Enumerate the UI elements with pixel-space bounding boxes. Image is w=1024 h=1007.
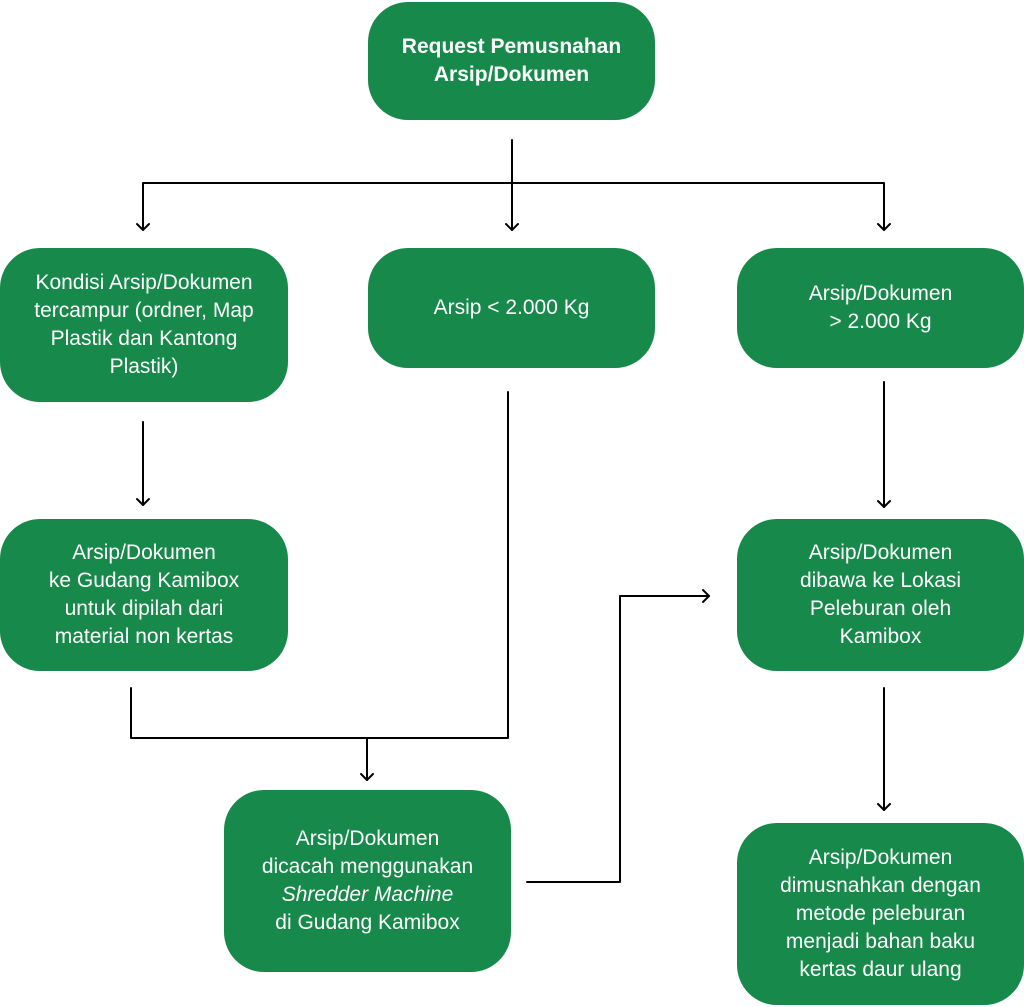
node-text: material non kertas (54, 625, 234, 648)
node-text: Kamibox (839, 625, 922, 648)
arrowhead (877, 223, 891, 231)
node-text: Arsip/Dokumen (808, 541, 953, 564)
node-text: di Gudang Kamibox (275, 911, 460, 934)
node-text: Plastik) (109, 355, 179, 378)
node-text: Arsip/Dokumen (433, 63, 590, 86)
node-kondisi-tercampur: Kondisi Arsip/Dokumen tercampur (ordner,… (0, 248, 288, 402)
node-request-pemusnahan: Request Pemusnahan Arsip/Dokumen (368, 2, 655, 120)
node-arsip-lebih-2000: Arsip/Dokumen > 2.000 Kg (737, 248, 1024, 368)
node-dimusnahkan-peleburan: Arsip/Dokumen dimusnahkan dengan metode … (737, 823, 1024, 1005)
node-text: dimusnahkan dengan (780, 874, 981, 897)
connector-shredding-transport (526, 595, 710, 883)
node-text: metode peleburan (795, 902, 966, 925)
node-text: Kondisi Arsip/Dokumen (35, 271, 253, 294)
node-dicacah-shredder: Arsip/Dokumen dicacah menggunakan Shredd… (224, 790, 511, 972)
arrowhead (136, 498, 150, 506)
node-text: Arsip/Dokumen (295, 827, 440, 850)
arrowhead (877, 803, 891, 811)
node-text: tercampur (ordner, Map (34, 299, 254, 322)
node-text: Arsip/Dokumen (808, 846, 953, 869)
node-text: ke Gudang Kamibox (48, 569, 240, 592)
node-text: menjadi bahan baku (785, 930, 976, 953)
node-arsip-kurang-2000: Arsip < 2.000 Kg (368, 248, 655, 368)
node-text: untuk dipilah dari (64, 597, 224, 620)
node-text: Shredder Machine (281, 883, 454, 906)
arrowhead (702, 589, 710, 603)
arrowhead (877, 500, 891, 508)
arrowhead (136, 223, 150, 231)
node-dibawa-ke-peleburan: Arsip/Dokumen dibawa ke Lokasi Peleburan… (737, 519, 1024, 671)
node-ke-gudang-kamibox: Arsip/Dokumen ke Gudang Kamibox untuk di… (0, 519, 288, 671)
node-text: Arsip < 2.000 Kg (433, 296, 590, 319)
node-text: Arsip/Dokumen (72, 541, 216, 564)
node-text: > 2.000 Kg (829, 310, 932, 333)
node-text: dibawa ke Lokasi (799, 569, 962, 592)
arrowhead (360, 773, 374, 781)
node-text: Plastik dan Kantong (50, 327, 238, 350)
node-text: Request Pemusnahan (401, 35, 622, 58)
node-text: Arsip/Dokumen (808, 282, 953, 305)
node-text: kertas daur ulang (799, 958, 962, 981)
arrowhead (505, 223, 519, 231)
node-text: Peleburan oleh (809, 597, 952, 620)
connector-sorting-merge (130, 391, 509, 739)
connector-branch-line (142, 182, 885, 231)
node-text: dicacah menggunakan (261, 855, 474, 878)
